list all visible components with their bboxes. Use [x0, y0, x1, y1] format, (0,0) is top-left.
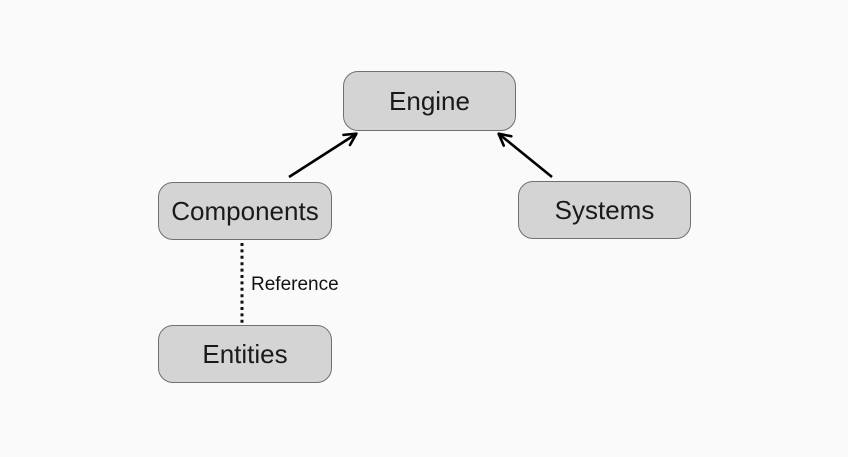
node-entities-label: Entities: [202, 338, 288, 369]
edge-systems-to-engine-arrow: [497, 132, 553, 179]
node-entities[interactable]: Entities: [158, 325, 332, 383]
node-components[interactable]: Components: [158, 182, 332, 240]
edge-components-to-engine-arrow: [288, 132, 358, 179]
edge-label-reference: Reference: [251, 274, 339, 295]
node-components-label: Components: [171, 195, 319, 226]
node-systems[interactable]: Systems: [518, 181, 691, 239]
node-systems-label: Systems: [554, 194, 655, 225]
node-engine-label: Engine: [389, 85, 470, 116]
node-engine[interactable]: Engine: [343, 71, 516, 131]
